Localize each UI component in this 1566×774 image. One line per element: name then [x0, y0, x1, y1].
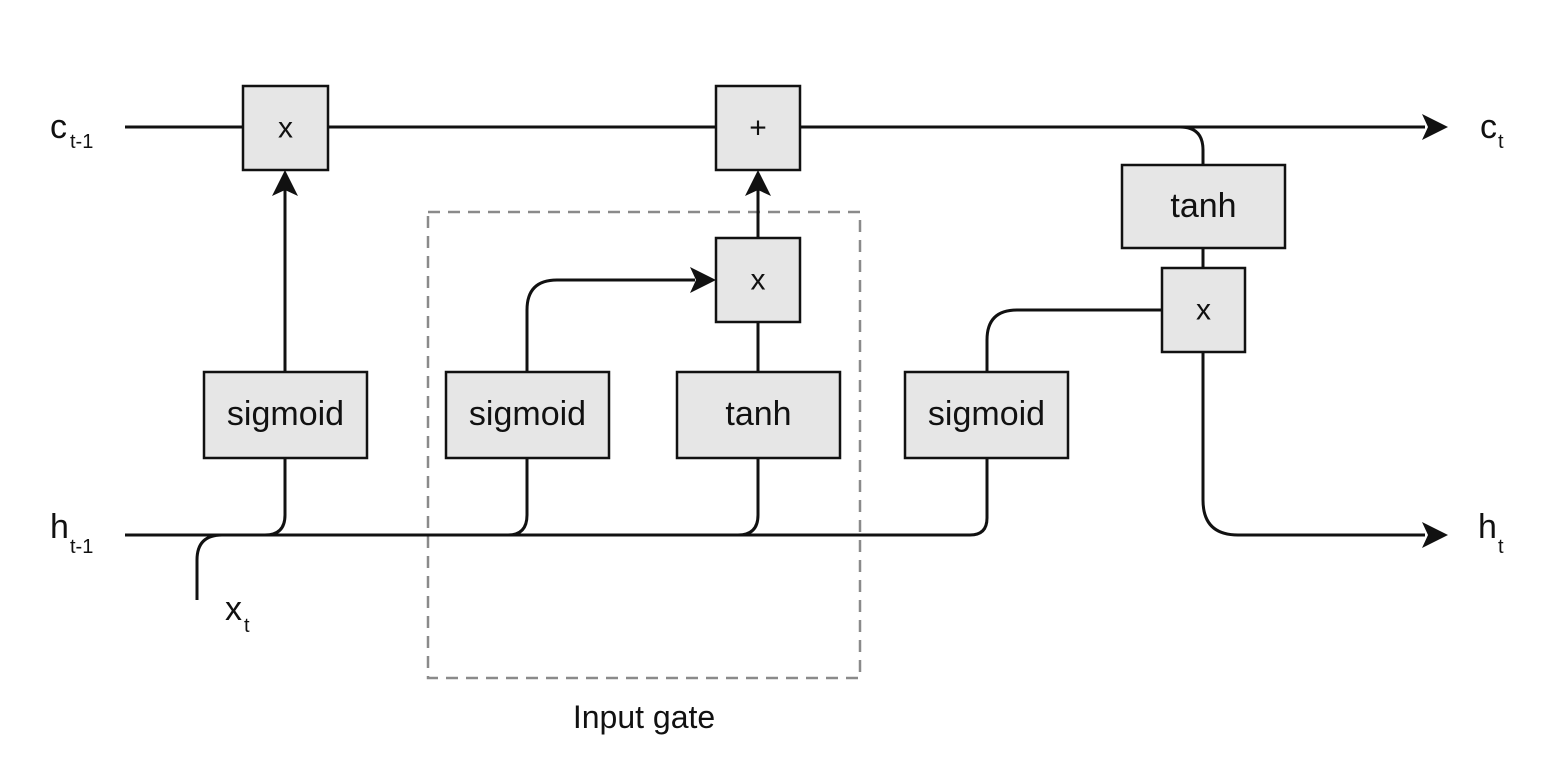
x-input-label: x t: [225, 590, 250, 637]
svg-text:+: +: [749, 112, 767, 145]
input-mult-node: x: [714, 236, 802, 324]
svg-text:x: x: [1196, 294, 1211, 327]
input-tanh-in-line: [737, 458, 760, 537]
svg-text:t-1: t-1: [70, 536, 93, 558]
svg-text:sigmoid: sigmoid: [928, 395, 1045, 433]
input-gate-region: [426, 210, 862, 680]
output-mult-node: x: [1160, 266, 1247, 354]
svg-text:x: x: [278, 112, 293, 145]
hidden-state-arrow: [1422, 522, 1448, 548]
input-sigmoid-arrow: [690, 267, 716, 293]
hidden-state-line: [125, 458, 989, 537]
forget-sigmoid-node: sigmoid: [202, 370, 369, 460]
svg-text:x: x: [225, 590, 242, 628]
cell-add-node: +: [714, 84, 802, 172]
svg-text:c: c: [50, 108, 67, 146]
c-prev-label: c t-1: [50, 108, 93, 153]
svg-text:t-1: t-1: [70, 131, 93, 153]
svg-text:tanh: tanh: [1170, 187, 1236, 225]
x-input-line: [195, 533, 223, 600]
svg-text:sigmoid: sigmoid: [227, 395, 344, 433]
input-add-arrow: [745, 170, 771, 196]
svg-text:tanh: tanh: [725, 395, 791, 433]
output-hidden-line: [1201, 352, 1425, 537]
svg-text:t: t: [244, 615, 250, 637]
svg-text:t: t: [1498, 131, 1504, 153]
forget-arrow: [272, 170, 298, 196]
output-sigmoid-node: sigmoid: [903, 370, 1070, 460]
input-sigmoid-in-line: [507, 458, 529, 537]
output-sigmoid-out-line: [985, 308, 1162, 372]
forget-in-line: [264, 458, 287, 537]
input-sigmoid-node: sigmoid: [444, 370, 611, 460]
svg-text:h: h: [1478, 508, 1497, 546]
input-tanh-node: tanh: [675, 370, 842, 460]
cell-tanh-node: tanh: [1120, 163, 1287, 250]
input-gate-caption: Input gate: [573, 699, 715, 735]
cell-state-arrow: [1422, 114, 1448, 140]
svg-text:c: c: [1480, 108, 1497, 146]
input-sigmoid-out-line: [525, 278, 695, 372]
svg-text:t: t: [1498, 536, 1504, 558]
forget-mult-node: x: [241, 84, 330, 172]
svg-text:x: x: [751, 264, 766, 297]
cell-to-tanh-line: [1179, 125, 1205, 165]
svg-text:h: h: [50, 508, 69, 546]
c-next-label: c t: [1480, 108, 1504, 153]
h-next-label: h t: [1478, 508, 1504, 558]
h-prev-label: h t-1: [50, 508, 93, 558]
svg-text:sigmoid: sigmoid: [469, 395, 586, 433]
